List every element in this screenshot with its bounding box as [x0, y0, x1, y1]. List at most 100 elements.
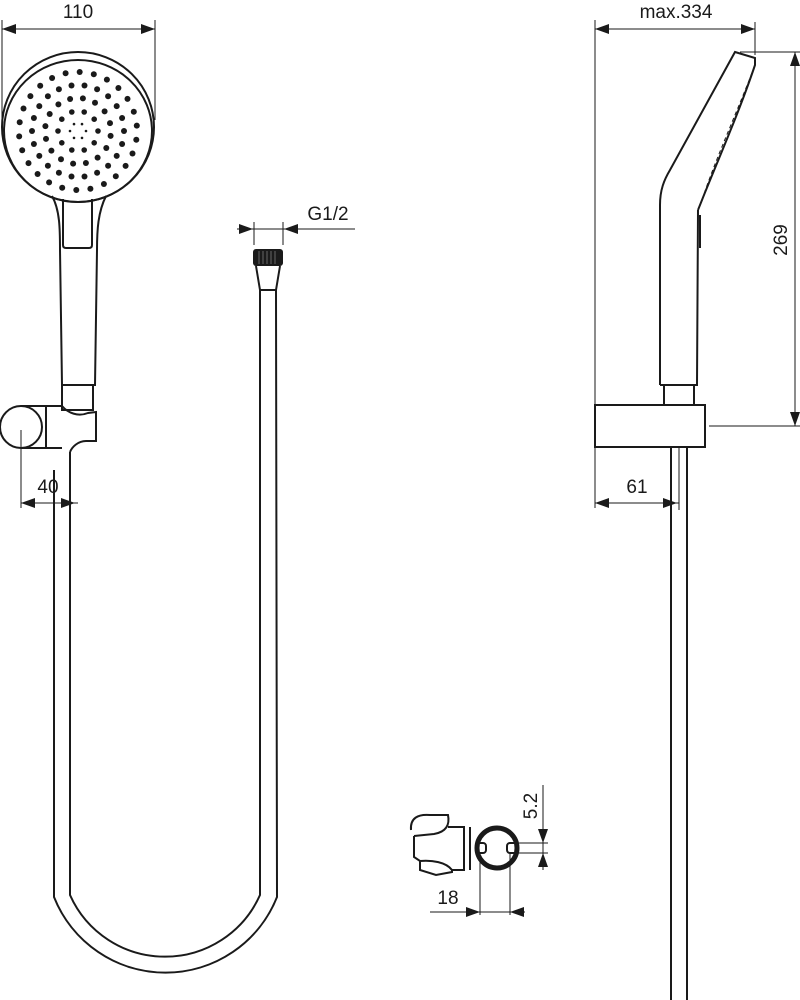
- nozzle-dot: [80, 136, 84, 140]
- nozzle-dot: [103, 76, 110, 83]
- nozzle-dot: [105, 162, 112, 169]
- shower-side-back: [660, 209, 699, 386]
- nozzle-dot: [19, 147, 26, 154]
- nozzle-dot: [72, 136, 76, 140]
- hose-cone: [255, 265, 281, 291]
- clamp-body: [448, 826, 465, 871]
- nozzle-dot: [87, 185, 94, 192]
- nozzle-dot: [20, 105, 27, 112]
- nozzle-pattern: [16, 69, 140, 193]
- nozzle-dot: [59, 140, 65, 146]
- nozzle-dot: [67, 96, 74, 102]
- nozzle-dot: [59, 184, 66, 191]
- nozzle-dot: [84, 129, 88, 133]
- nozzle-dot: [94, 169, 101, 176]
- dim-label-61: 61: [626, 477, 647, 498]
- nozzle-dot: [55, 128, 61, 134]
- nozzle-dot: [81, 173, 88, 180]
- nozzle-dot: [34, 171, 41, 177]
- arrow-icon: [2, 24, 16, 34]
- nozzle-dot: [36, 103, 43, 110]
- handle-connector: [61, 384, 94, 411]
- nozzle-dot: [124, 95, 131, 102]
- holder-clamp: [46, 405, 97, 453]
- nozzle-dot: [80, 122, 84, 126]
- arrow-icon: [21, 498, 35, 508]
- nozzle-dot: [69, 147, 75, 153]
- nozzle-dot: [30, 115, 37, 121]
- nozzle-dot: [44, 162, 51, 169]
- nozzle-dot: [46, 179, 53, 186]
- nozzle-dot: [68, 173, 75, 180]
- dim-label-269: 269: [771, 224, 792, 256]
- nozzle-dot: [81, 147, 87, 153]
- hose-outer-line: [53, 289, 279, 974]
- clamp-lobe-bottom: [413, 836, 453, 877]
- nozzle-dot: [105, 93, 112, 100]
- ring-slot-right: [506, 842, 518, 854]
- hose-inner-line: [69, 290, 261, 958]
- handle: [51, 195, 107, 386]
- nozzle-dot: [55, 169, 62, 176]
- holder-block: [594, 404, 706, 448]
- nozzle-dot: [119, 141, 126, 147]
- nozzle-dot: [48, 147, 55, 154]
- nozzle-dot: [81, 109, 87, 115]
- nozzle-dot: [101, 108, 108, 115]
- nozzle-dot: [82, 160, 89, 166]
- nozzle-dot: [70, 160, 77, 167]
- nozzle-dot: [76, 69, 83, 75]
- arrow-icon: [663, 498, 677, 508]
- dim-label-52: 5.2: [521, 793, 542, 819]
- nozzle-dot: [79, 95, 86, 102]
- nozzle-dot: [130, 108, 137, 115]
- dim-label-40: 40: [37, 477, 58, 498]
- side-connector: [663, 384, 695, 406]
- dim-label-g12: G1/2: [307, 204, 348, 225]
- dim-label-18: 18: [437, 888, 458, 909]
- arrow-icon: [61, 498, 75, 508]
- nozzle-dot: [113, 152, 120, 159]
- ring-slot-left: [475, 842, 487, 854]
- nozzle-dot: [62, 70, 69, 77]
- nozzle-dot: [46, 111, 53, 117]
- nozzle-dot: [27, 93, 34, 100]
- nozzle-dot: [55, 86, 62, 93]
- nozzle-dot: [133, 136, 140, 143]
- nozzle-dot: [68, 129, 72, 133]
- arrow-icon: [790, 412, 800, 426]
- nozzle-dot: [55, 101, 62, 108]
- arrow-icon: [510, 907, 524, 917]
- shower-side-outline: [659, 50, 756, 385]
- nozzle-dot: [30, 141, 37, 147]
- nozzle-dot: [25, 160, 32, 167]
- nozzle-dot: [119, 115, 126, 121]
- nozzle-dot: [115, 85, 122, 91]
- nozzle-dot: [59, 116, 65, 122]
- nozzle-dot: [42, 123, 49, 130]
- nozzle-dot: [121, 128, 127, 134]
- nozzle-dot: [107, 132, 114, 139]
- nozzle-dot: [16, 119, 23, 126]
- shower-head-face: [3, 59, 153, 203]
- nozzle-dot: [81, 82, 88, 89]
- nozzle-dot: [29, 128, 35, 134]
- nozzle-dot: [91, 116, 97, 122]
- side-view: max.334 269 61: [594, 2, 800, 1000]
- arrow-icon: [466, 907, 480, 917]
- arrow-icon: [284, 224, 298, 234]
- arrow-icon: [741, 24, 755, 34]
- nozzle-dot: [91, 140, 97, 146]
- nozzle-dot: [129, 150, 136, 157]
- nozzle-dot: [73, 187, 80, 193]
- front-view-shower: 110 40: [0, 2, 156, 508]
- clamp-lobe-top: [409, 813, 450, 837]
- nozzle-dot: [100, 181, 107, 187]
- nozzle-dot: [43, 135, 49, 142]
- arrow-icon: [790, 52, 800, 66]
- nozzle-profile: [701, 64, 756, 201]
- nozzle-dot: [113, 103, 120, 110]
- dim-label-max334: max.334: [640, 2, 713, 23]
- arrow-icon: [538, 829, 548, 843]
- mode-button: [62, 199, 93, 249]
